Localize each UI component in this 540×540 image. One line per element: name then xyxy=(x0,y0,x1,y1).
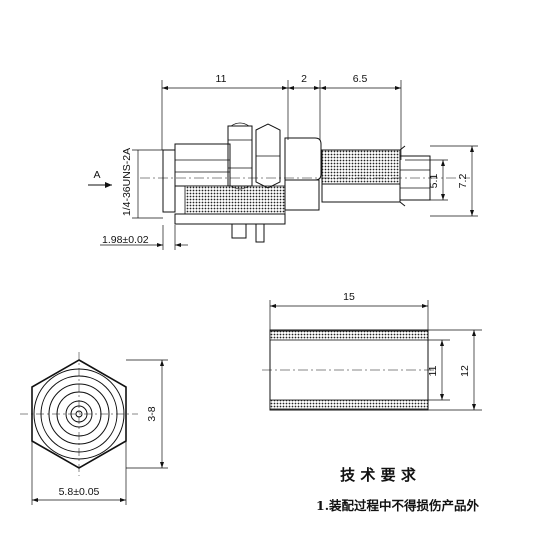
dim-hex-3-8: 3-8 xyxy=(146,406,158,421)
dim-hex-width: 5.8±0.05 xyxy=(59,486,100,498)
dim-sleeve-inner: 11 xyxy=(427,365,439,376)
dim-diameter-7-2: 7.2 xyxy=(457,174,469,189)
view-a-label: A xyxy=(93,169,100,181)
sleeve-view xyxy=(262,300,482,411)
notes-item-1: 1.装配过程中不得损伤产品外 xyxy=(316,498,480,513)
dim-sleeve-outer: 12 xyxy=(459,365,471,377)
hex-end-view xyxy=(20,352,168,505)
notes-heading: 技 术 要 求 xyxy=(340,466,417,484)
dim-length-11: 11 xyxy=(216,73,227,85)
dim-length-2: 2 xyxy=(301,73,307,85)
dim-sleeve-length: 15 xyxy=(343,291,355,303)
dim-thread-spec: 1/4-36UNS-2A xyxy=(121,148,133,216)
dim-flange-thickness: 1.98±0.02 xyxy=(102,234,149,246)
side-view xyxy=(88,80,478,250)
dim-length-6-5: 6.5 xyxy=(353,73,368,85)
dim-diameter-5-1: 5.1 xyxy=(428,174,440,189)
